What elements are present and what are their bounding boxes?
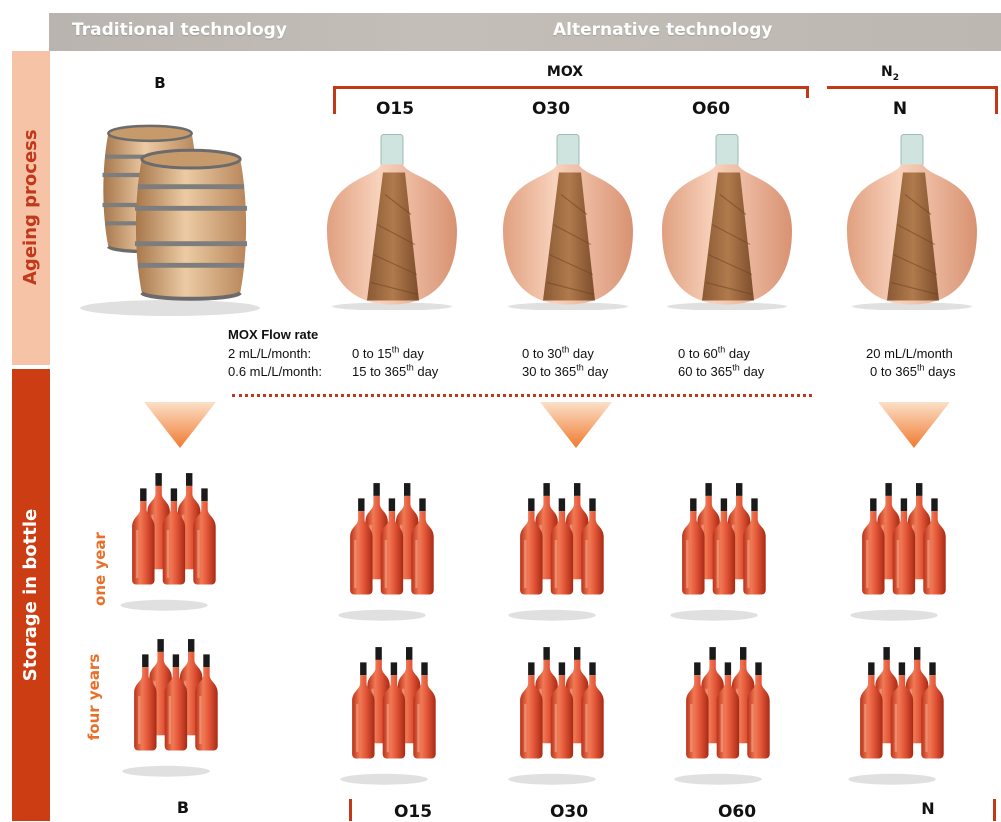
n-flow-rate: 20 mL/L/month xyxy=(866,345,953,363)
demijohn-o30 xyxy=(503,134,633,310)
alternative-technology-heading: Alternative technology xyxy=(553,20,772,40)
mox-bracket-right xyxy=(806,86,809,98)
demijohn-o60 xyxy=(662,134,792,310)
o60-period-2: 60 to 365th day xyxy=(678,363,764,381)
bottles-o60-one-year xyxy=(670,482,780,624)
treatment-b-top: B xyxy=(130,74,190,92)
down-arrow-b xyxy=(144,402,216,448)
down-arrow-o30 xyxy=(540,402,612,448)
treatment-o15-bottom: O15 xyxy=(378,802,448,822)
four-years-label: four years xyxy=(83,645,105,749)
bottles-o30-one-year xyxy=(508,482,618,624)
treatment-o15-top: O15 xyxy=(360,99,430,119)
bottles-n-one-year xyxy=(850,482,960,624)
o30-period-1: 0 to 30th day xyxy=(522,345,594,363)
bottles-o30-four-years xyxy=(508,646,618,788)
treatment-b-bottom: B xyxy=(153,798,213,817)
demijohn-n xyxy=(847,134,977,310)
bottles-n-four-years xyxy=(848,646,958,788)
storage-in-bottle-label: Storage in bottle xyxy=(17,506,45,684)
o15-period-1: 0 to 15th day xyxy=(352,345,424,363)
o15-period-2: 15 to 365th day xyxy=(352,363,438,381)
oak-barrels-image xyxy=(60,108,260,318)
mox-bracket-line xyxy=(333,86,809,89)
ageing-process-label: Ageing process xyxy=(17,131,45,285)
mox-flow-title: MOX Flow rate xyxy=(228,326,318,344)
bottles-o60-four-years xyxy=(674,646,784,788)
treatment-o60-top: O60 xyxy=(676,99,746,119)
n2-group-label: N2 xyxy=(870,64,910,83)
flow-rate-06: 0.6 mL/L/month: xyxy=(228,363,322,381)
n2-bracket-right xyxy=(995,86,998,114)
bottom-bracket-right xyxy=(993,799,996,821)
treatment-n-top: N xyxy=(880,99,920,119)
ageing-process-bar: Ageing process xyxy=(12,51,50,365)
n2-bracket-line xyxy=(827,86,997,89)
treatment-o30-top: O30 xyxy=(516,99,586,119)
down-arrow-n xyxy=(878,402,950,448)
mox-group-label: MOX xyxy=(520,64,610,80)
storage-in-bottle-bar: Storage in bottle xyxy=(12,369,50,821)
flow-rate-2: 2 mL/L/month: xyxy=(228,345,311,363)
bottles-o15-one-year xyxy=(338,482,448,624)
bottles-b-four-years xyxy=(122,638,232,780)
treatment-o60-bottom: O60 xyxy=(702,802,772,822)
mox-bracket-left xyxy=(333,86,336,114)
bottles-o15-four-years xyxy=(340,646,450,788)
o60-period-1: 0 to 60th day xyxy=(678,345,750,363)
dotted-separator xyxy=(232,394,812,397)
bottles-b-one-year xyxy=(120,472,230,614)
o30-period-2: 30 to 365th day xyxy=(522,363,608,381)
n-period: 0 to 365th days xyxy=(870,363,956,381)
traditional-technology-heading: Traditional technology xyxy=(72,20,287,40)
demijohn-o15 xyxy=(327,134,457,310)
treatment-n-bottom: N xyxy=(908,799,948,818)
treatment-o30-bottom: O30 xyxy=(534,802,604,822)
bottom-bracket-left xyxy=(349,799,352,821)
one-year-label: one year xyxy=(89,524,111,614)
